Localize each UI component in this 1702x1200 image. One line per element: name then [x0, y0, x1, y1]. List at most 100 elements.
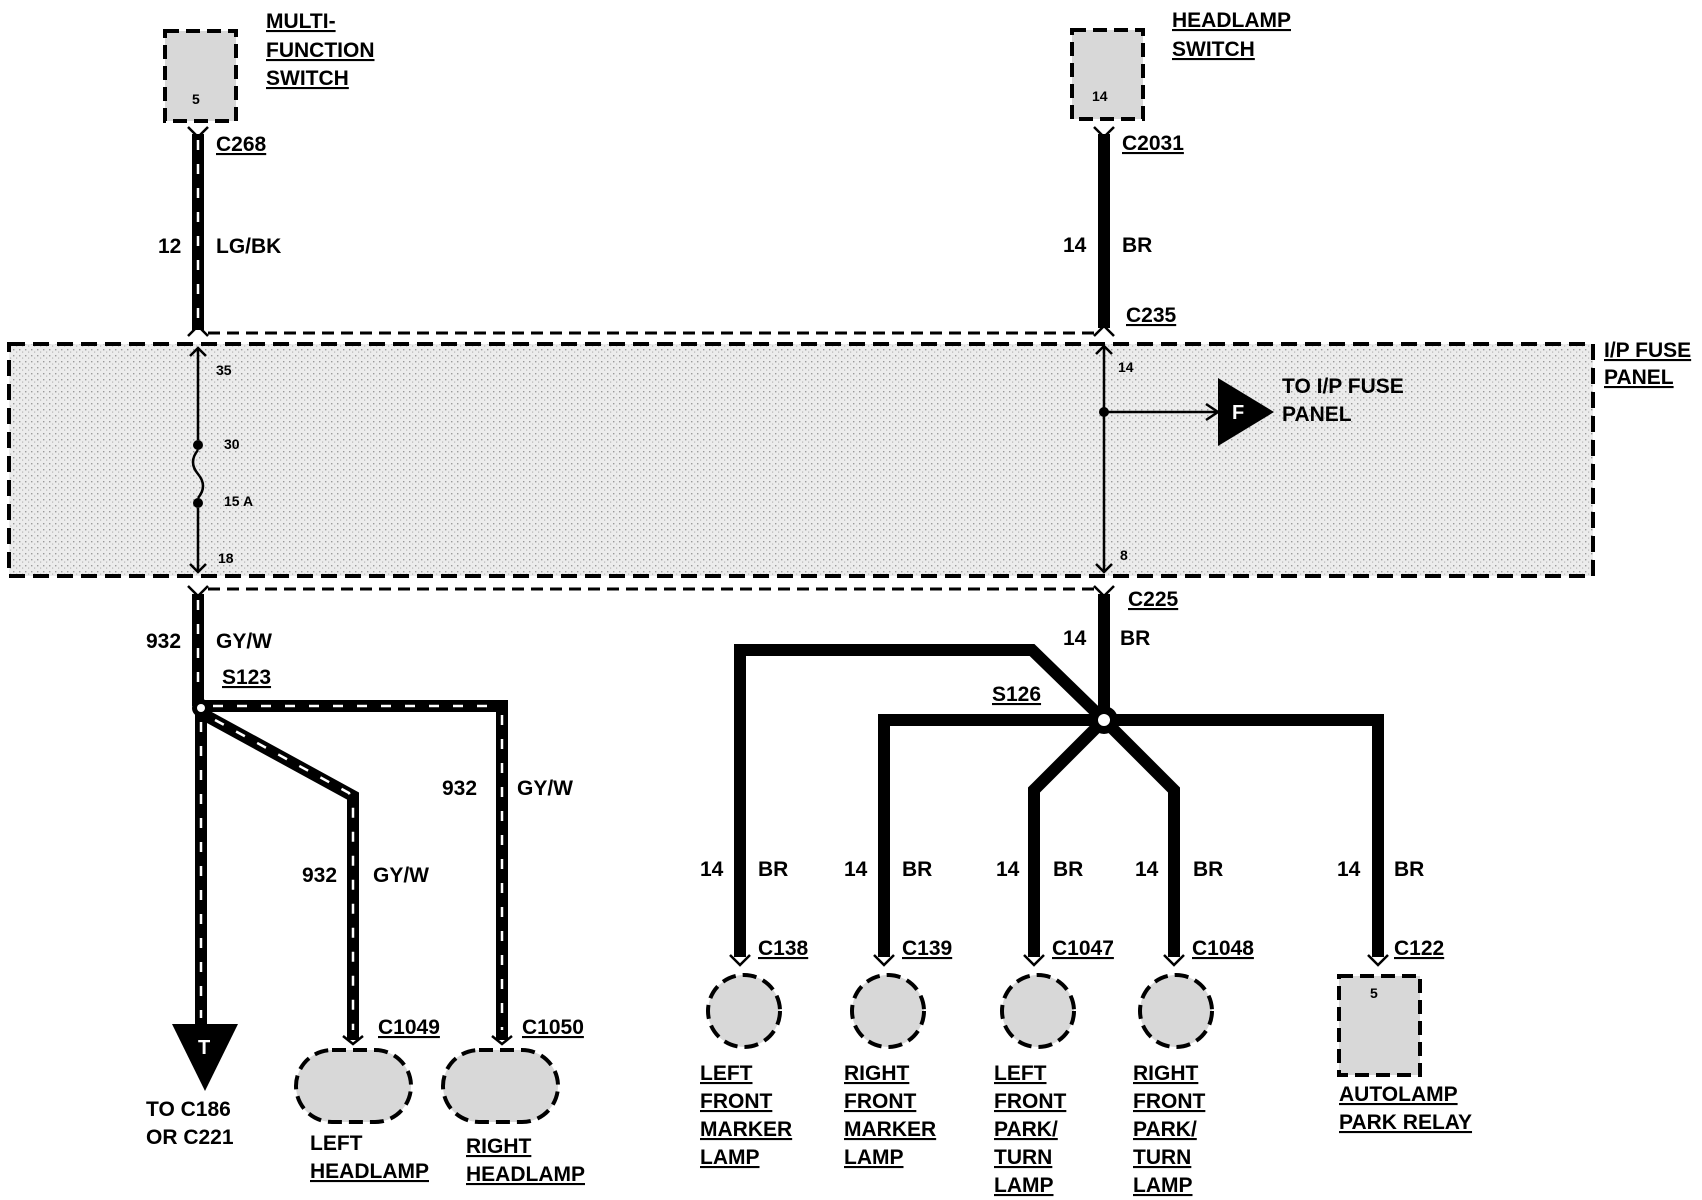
left-headlamp: C1049 LEFT HEADLAMP [294, 1016, 440, 1183]
wire-br-c122-color: BR [1394, 858, 1424, 881]
fuse-pin-35: 35 [216, 362, 232, 378]
right-headlamp-label-2: HEADLAMP [466, 1163, 585, 1186]
connector-c1047: C1047 [1052, 937, 1114, 960]
wire-br-c122-circuit: 14 [1337, 858, 1361, 881]
headlamp-switch-label-1: HEADLAMP [1172, 9, 1291, 32]
right-front-park-label-5: LAMP [1133, 1174, 1193, 1197]
wire-br-c1048-circuit: 14 [1135, 858, 1159, 881]
left-headlamp-label-1: LEFT [310, 1132, 363, 1155]
multifunction-switch-label-3: SWITCH [266, 67, 349, 90]
connector-c138: C138 [758, 937, 809, 960]
connector-c268: C268 [216, 133, 267, 156]
wire-br-main-circuit: 14 [1063, 627, 1087, 650]
wire-gy-w-main-circuit: 932 [146, 630, 181, 653]
ip-fuse-panel-label-1: I/P FUSE [1604, 339, 1691, 362]
to-c186-arrow-icon [172, 1024, 238, 1091]
connector-c1049: C1049 [378, 1016, 440, 1039]
headlamp-switch-pin: 14 [1092, 88, 1108, 104]
left-front-marker-label-4: LAMP [700, 1146, 760, 1169]
wire-gy-w-left-circuit: 932 [302, 864, 337, 887]
wire-lg-bk-circuit: 12 [158, 235, 181, 258]
wire-gy-w-main: 932 GY/W S123 [146, 585, 1100, 706]
fuse-15a: 35 30 15 A 18 [189, 346, 253, 574]
autolamp-relay-label-1: AUTOLAMP [1339, 1083, 1458, 1106]
left-front-marker-label-2: FRONT [700, 1090, 772, 1113]
multifunction-switch-label-2: FUNCTION [266, 39, 375, 62]
wire-br-c138-color: BR [758, 858, 788, 881]
left-front-park-label-5: LAMP [994, 1174, 1054, 1197]
to-c186-label-2: OR C221 [146, 1126, 234, 1149]
fuse-pin-18: 18 [218, 550, 234, 566]
to-fuse-panel-label-2: PANEL [1282, 403, 1352, 426]
wire-br-c138-circuit: 14 [700, 858, 724, 881]
fuse-rating: 15 A [224, 493, 253, 509]
left-front-park-label-4: TURN [994, 1146, 1052, 1169]
multifunction-switch-pin: 5 [192, 91, 200, 107]
wire-br-c1048-color: BR [1193, 858, 1223, 881]
wire-gy-w-right-color: GY/W [517, 777, 573, 800]
to-c186-symbol: T [198, 1037, 210, 1059]
to-fuse-panel-symbol: F [1232, 402, 1244, 424]
connector-c139: C139 [902, 937, 952, 960]
splice-s123: S123 [222, 666, 271, 689]
left-front-park-turn-lamp: C1047 LEFT FRONT PARK/ TURN LAMP [994, 937, 1114, 1197]
left-front-marker-lamp: C138 LEFT FRONT MARKER LAMP [700, 937, 809, 1169]
autolamp-park-relay: 5 C122 AUTOLAMP PARK RELAY [1337, 937, 1472, 1134]
wire-gy-w-branches: T TO C186 OR C221 932 GY/W 932 GY/W [146, 699, 573, 1149]
wire-br-c139-color: BR [902, 858, 932, 881]
right-front-marker-lamp: C139 RIGHT FRONT MARKER LAMP [844, 937, 952, 1169]
connector-c1048: C1048 [1192, 937, 1254, 960]
splice-s126: S126 [992, 683, 1041, 706]
wire-br-c139-circuit: 14 [844, 858, 868, 881]
right-front-park-label-1: RIGHT [1133, 1062, 1199, 1085]
right-headlamp-label-1: RIGHT [466, 1135, 532, 1158]
ip-fuse-panel: I/P FUSE PANEL [7, 339, 1691, 578]
to-fuse-panel-arrow-icon [1218, 378, 1274, 446]
fuse-pin-14: 14 [1118, 359, 1134, 375]
left-front-marker-label-1: LEFT [700, 1062, 753, 1085]
right-front-park-label-3: PARK/ [1133, 1118, 1197, 1141]
autolamp-relay-label-2: PARK RELAY [1339, 1111, 1472, 1134]
wire-br-c1047-color: BR [1053, 858, 1083, 881]
multifunction-switch-label-1: MULTI- [266, 10, 336, 33]
wire-gy-w-right-circuit: 932 [442, 777, 477, 800]
connector-c235: C235 [1126, 304, 1177, 327]
to-ip-fuse-panel: F TO I/P FUSE PANEL [1218, 375, 1404, 446]
left-front-park-label-1: LEFT [994, 1062, 1047, 1085]
wire-br-top-circuit: 14 [1063, 234, 1087, 257]
wire-lg-bk-color: LG/BK [216, 235, 281, 258]
connector-c2031: C2031 [1122, 132, 1184, 155]
to-fuse-panel-label-1: TO I/P FUSE [1282, 375, 1404, 398]
right-front-marker-label-2: FRONT [844, 1090, 916, 1113]
right-front-park-label-4: TURN [1133, 1146, 1191, 1169]
right-front-park-turn-lamp: C1048 RIGHT FRONT PARK/ TURN LAMP [1133, 937, 1254, 1197]
right-front-park-label-2: FRONT [1133, 1090, 1205, 1113]
to-c186-label-1: TO C186 [146, 1098, 231, 1121]
connector-c1050: C1050 [522, 1016, 584, 1039]
right-front-marker-label-3: MARKER [844, 1118, 936, 1141]
wire-gy-w-main-color: GY/W [216, 630, 272, 653]
right-front-marker-label-1: RIGHT [844, 1062, 910, 1085]
wire-br-main-color: BR [1120, 627, 1150, 650]
wire-lg-bk: C268 12 LG/BK [158, 126, 1100, 337]
wire-br-top-color: BR [1122, 234, 1152, 257]
connector-c122: C122 [1394, 937, 1444, 960]
wire-gy-w-left-color: GY/W [373, 864, 429, 887]
fuse-panel-br-bus: 14 8 [1095, 344, 1221, 574]
wire-br-main: C225 14 BR S126 [992, 585, 1179, 720]
wire-br-c1047-circuit: 14 [996, 858, 1020, 881]
fuse-pin-8: 8 [1120, 547, 1128, 563]
fuse-pin-30: 30 [224, 436, 240, 452]
autolamp-relay-pin: 5 [1370, 985, 1378, 1001]
multifunction-switch: 5 MULTI- FUNCTION SWITCH [163, 10, 375, 123]
right-headlamp: C1050 RIGHT HEADLAMP [441, 1016, 585, 1186]
right-front-marker-label-4: LAMP [844, 1146, 904, 1169]
left-front-park-label-3: PARK/ [994, 1118, 1058, 1141]
wire-br-branches: 14 BR 14 BR 14 BR 14 BR 14 BR [700, 644, 1424, 957]
ip-fuse-panel-label-2: PANEL [1604, 366, 1674, 389]
left-front-marker-label-3: MARKER [700, 1118, 792, 1141]
headlamp-switch: 14 HEADLAMP SWITCH [1070, 9, 1291, 121]
connector-c225: C225 [1128, 588, 1179, 611]
left-front-park-label-2: FRONT [994, 1090, 1066, 1113]
